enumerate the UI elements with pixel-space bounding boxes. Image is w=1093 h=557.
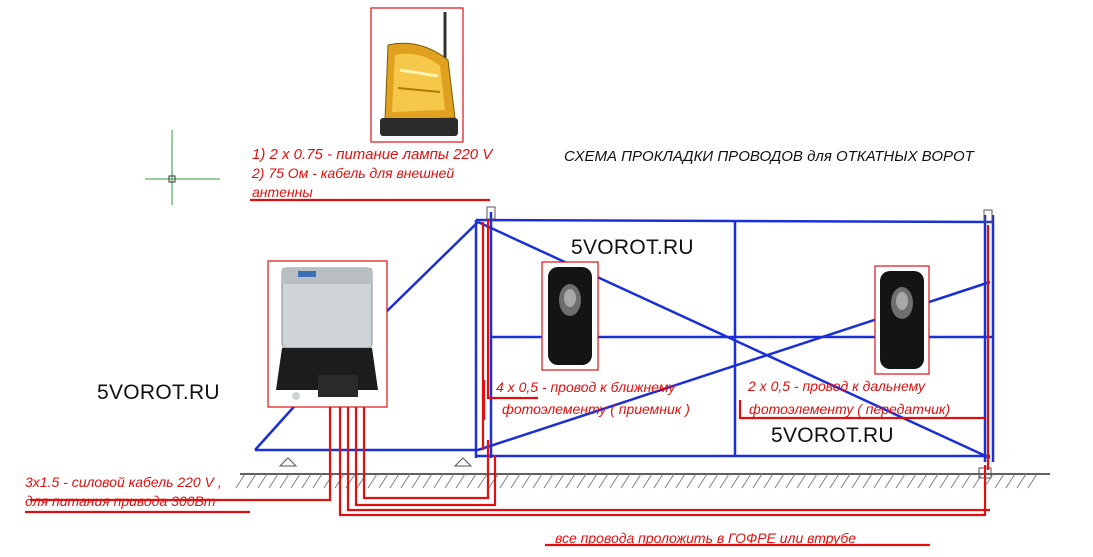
ground-hatch-line [653, 473, 664, 489]
ground-hatch-line [444, 473, 455, 489]
ground-hatch-line [928, 473, 939, 489]
ground-hatch-line [279, 473, 290, 489]
near-photo-label-line2: фотоэлементу ( приемник ) [502, 401, 690, 417]
ground-hatch-line [422, 473, 433, 489]
ground-hatch-line [400, 473, 411, 489]
gate-motor [267, 260, 388, 408]
ground-hatch-line [994, 473, 1005, 489]
ground-hatch-line [620, 473, 631, 489]
watermark-left: 5VOROT.RU [97, 381, 220, 404]
ground-hatch-line [389, 473, 400, 489]
ground-hatch-line [972, 473, 983, 489]
ground-hatch-line [576, 473, 587, 489]
ground-hatch-line [378, 473, 389, 489]
ground-hatch-line [1027, 473, 1038, 489]
ground-hatch-line [796, 473, 807, 489]
ground-hatch-line [510, 473, 521, 489]
ground-hatch-line [873, 473, 884, 489]
ground-hatch-line [543, 473, 554, 489]
red-wires [25, 198, 990, 547]
ground-hatch-line [323, 473, 334, 489]
ground-hatch-line [433, 473, 444, 489]
ground-hatch-line [686, 473, 697, 489]
ground-hatch-line [521, 473, 532, 489]
far-photo-label-line2: фотоэлементу ( передатчик) [749, 401, 951, 417]
ground-hatch-line [906, 473, 917, 489]
diagram-title: СХЕМА ПРОКЛАДКИ ПРОВОДОВ для ОТКАТНЫХ ВО… [564, 148, 974, 165]
ground-hatch-line [708, 473, 719, 489]
watermark-top: 5VOROT.RU [571, 236, 694, 259]
ground-hatch-line [741, 473, 752, 489]
ground-hatch-line [851, 473, 862, 489]
ground-hatch-line [862, 473, 873, 489]
ground-hatch-line [235, 473, 246, 489]
ground-hatch-line [598, 473, 609, 489]
power-label-line2: для питания привода 300Вт [25, 493, 216, 509]
ground-hatch-line [488, 473, 499, 489]
ground-hatch-line [554, 473, 565, 489]
ground-hatch-line [642, 473, 653, 489]
ground-hatch-line [697, 473, 708, 489]
ground-hatch-line [961, 473, 972, 489]
ground-hatch-line [829, 473, 840, 489]
ground-hatch-line [719, 473, 730, 489]
lamp-label-line1: 1) 2 х 0.75 - питание лампы 220 V [252, 146, 493, 163]
ground-hatch-line [477, 473, 488, 489]
near-photo-label-line1: 4 х 0,5 - провод к ближнему [496, 379, 676, 395]
ground-hatch-line [367, 473, 378, 489]
ground-hatch-line [455, 473, 466, 489]
ground-hatch-line [301, 473, 312, 489]
ground-hatch-line [257, 473, 268, 489]
ground-hatch-line [268, 473, 279, 489]
ground-hatch-line [587, 473, 598, 489]
ground-hatch-line [466, 473, 477, 489]
lamp-label-line2: 2) 75 Ом - кабель для внешней [252, 165, 455, 181]
ground-hatch-line [499, 473, 510, 489]
ground [235, 473, 1050, 489]
ground-hatch-line [917, 473, 928, 489]
crosshair-icon [145, 130, 220, 205]
conduit-note: все провода проложить в ГОФРЕ или втрубе [555, 530, 857, 546]
ground-hatch-line [818, 473, 829, 489]
ground-hatch-line [950, 473, 961, 489]
ground-hatch-line [763, 473, 774, 489]
gate-rollers [278, 457, 473, 467]
watermark-bottom: 5VOROT.RU [771, 424, 894, 447]
ground-hatch-line [565, 473, 576, 489]
far-photocell [874, 265, 930, 375]
ground-hatch-line [1016, 473, 1027, 489]
ground-hatch-line [609, 473, 620, 489]
ground-hatch-line [895, 473, 906, 489]
ground-hatch-line [1005, 473, 1016, 489]
ground-hatch-line [807, 473, 818, 489]
ground-hatch-line [312, 473, 323, 489]
gate-frame [254, 212, 995, 462]
power-label-line1: 3х1.5 - силовой кабель 220 V , [25, 474, 222, 490]
ground-hatch-line [752, 473, 763, 489]
ground-hatch-line [631, 473, 642, 489]
ground-hatch-line [840, 473, 851, 489]
ground-hatch-line [730, 473, 741, 489]
ground-hatch-line [884, 473, 895, 489]
ground-hatch-line [411, 473, 422, 489]
signal-lamp [370, 7, 464, 143]
ground-hatch-line [532, 473, 543, 489]
far-photo-label-line1: 2 х 0,5 - провод к дальнему [748, 378, 926, 394]
ground-hatch-line [785, 473, 796, 489]
ground-hatch-line [664, 473, 675, 489]
ground-hatch-line [774, 473, 785, 489]
ground-hatch-line [675, 473, 686, 489]
ground-hatch-line [290, 473, 301, 489]
post-caps [486, 206, 993, 479]
ground-hatch-line [939, 473, 950, 489]
near-photocell [541, 261, 599, 371]
ground-hatch-line [246, 473, 257, 489]
lamp-label-line3: антенны [252, 184, 313, 200]
